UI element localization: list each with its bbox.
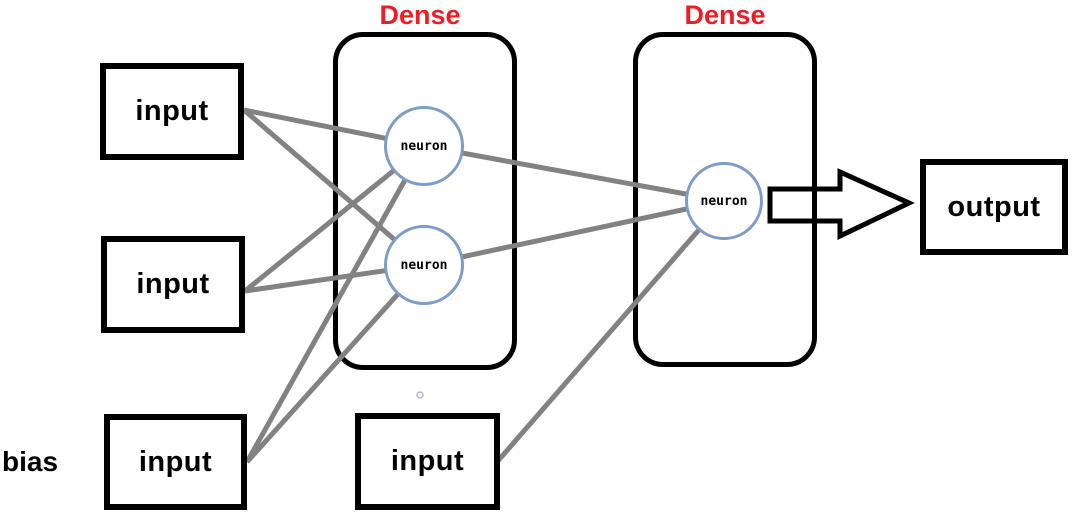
layer1-neuron-2: neuron — [384, 225, 464, 305]
dense-layer-2-box — [633, 32, 817, 367]
input-label: input — [138, 445, 213, 478]
layer2-neuron-1: neuron — [685, 162, 763, 240]
dense-layer-1-title: Dense — [379, 0, 461, 30]
input-label: input — [390, 445, 465, 477]
connection-neuron2-layer2neuron — [423, 198, 725, 268]
connection-input3-neuron1 — [244, 144, 427, 464]
neuron-label: neuron — [400, 257, 448, 273]
input-box-1: input — [100, 63, 244, 160]
dense-layer-2-title: Dense — [684, 0, 766, 30]
neuron-label: neuron — [700, 193, 748, 209]
layer1-neuron-1: neuron — [384, 106, 464, 186]
connection-input3-neuron2 — [245, 263, 426, 464]
connection-input4-layer2neuron — [495, 199, 726, 464]
output-label: output — [947, 190, 1041, 223]
output-box: output — [920, 159, 1068, 255]
input-box-4: input — [355, 413, 500, 510]
dense-layer-1-box — [333, 32, 517, 370]
connection-neuron1-layer2neuron — [423, 143, 725, 204]
small-dot — [416, 391, 424, 399]
output-arrow — [767, 168, 915, 240]
input-box-3-bias: input — [104, 414, 247, 510]
neuron-label: neuron — [400, 138, 448, 154]
input-label: input — [136, 268, 210, 300]
input-label: input — [135, 95, 209, 127]
bias-label: bias — [2, 446, 59, 477]
input-box-2: input — [101, 236, 245, 333]
